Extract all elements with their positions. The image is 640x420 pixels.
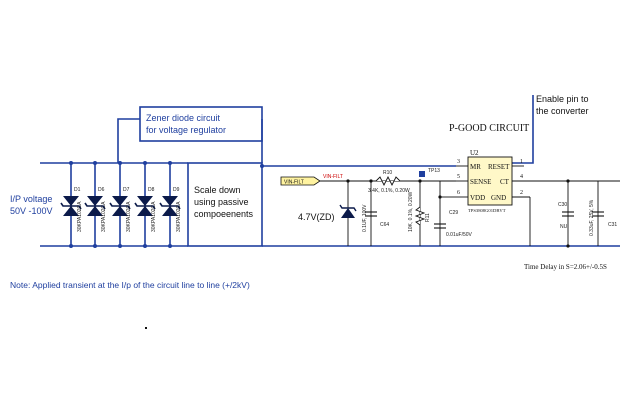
tvs-diode-d9	[159, 196, 181, 216]
pgood-title: P-GOOD CIRCUIT	[449, 123, 529, 134]
c29-value: 0.01uF/50V	[446, 232, 473, 238]
diode-ref-d6: D6	[98, 187, 105, 193]
time-delay-label: Time Delay in S=2.06+/-0.5S	[524, 263, 607, 271]
black-wiring	[281, 180, 620, 246]
diode-part-d8: 30KPA102CA	[151, 201, 157, 232]
zener-bracket-left	[117, 118, 140, 163]
resistor-r10	[375, 175, 401, 187]
r11-ref: R11	[425, 213, 431, 222]
ic-pin-ct: CT	[500, 178, 510, 186]
scale-down-line3: compoeenents	[194, 209, 254, 219]
zener-box-line2: for voltage regulator	[146, 125, 226, 135]
capacitor-c31	[592, 211, 604, 217]
transient-note: Note: Applied transient at the I/p of th…	[10, 280, 250, 290]
r11-value: 10K, 0.1%, 0.20W	[408, 191, 414, 232]
diode-ref-d7: D7	[123, 187, 130, 193]
zener-diode	[339, 204, 357, 218]
r10-value: 3.4K, 0.1%, 0.20W	[368, 188, 410, 194]
c31-ref: C31	[608, 222, 617, 228]
diode-ref-d9: D9	[173, 187, 180, 193]
capacitor-c30	[562, 211, 574, 217]
tvs-diode-array: D1 D6 D7 D8 D9 30KPA102CA 30KPA102CA 30K…	[60, 187, 182, 232]
junction-dots	[346, 179, 570, 248]
ic-pin-mr: MR	[470, 163, 481, 171]
diode-part-d7: 30KPA102CA	[126, 201, 132, 232]
diode-part-d9: 30KPA102CA	[176, 201, 182, 232]
enable-label-line2: the converter	[536, 106, 589, 116]
ic-pin-gnd: GND	[491, 194, 506, 202]
resistor-r11	[414, 206, 426, 226]
ic-ref: U2	[470, 149, 479, 157]
zener-voltage-label: 4.7V(ZD)	[298, 212, 335, 222]
pin-number-5: 5	[457, 174, 460, 180]
vin-filt-net-label: VIN-FILT	[323, 174, 343, 180]
tvs-diode-d8	[134, 196, 156, 216]
capacitor-c29	[434, 223, 446, 229]
tvs-diode-d1	[60, 196, 82, 216]
stray-dot	[145, 327, 147, 329]
ic-part-number: TPS3808G01DBVT	[468, 208, 506, 213]
tvs-diode-d7	[109, 196, 131, 216]
ic-pin-reset: RESET	[488, 163, 510, 171]
c30-value: NU	[560, 224, 568, 230]
enable-label-line1: Enable pin to	[536, 94, 589, 104]
diode-ref-d1: D1	[74, 187, 81, 193]
test-point-tp13	[419, 171, 425, 177]
ic-u2	[456, 156, 524, 206]
c31-value: 0.33uF, 25V, 5%	[589, 199, 595, 236]
enable-line	[512, 95, 534, 164]
pin-number-3: 3	[457, 159, 460, 165]
junction-dots-blue	[69, 161, 264, 248]
r10-ref: R10	[383, 170, 392, 176]
ic-pin-vdd: VDD	[470, 194, 485, 202]
tp13-label: TP13	[428, 168, 440, 174]
input-voltage-line2: 50V -100V	[10, 206, 53, 216]
c64-ref: C64	[380, 222, 389, 228]
capacitor-c64	[365, 211, 377, 217]
vin-filt-tag-label: VIN-FILT	[284, 180, 304, 186]
pin-number-4: 4	[520, 174, 523, 180]
tvs-diode-d6	[84, 196, 106, 216]
zener-box-line1: Zener diode circuit	[146, 113, 221, 123]
c29-ref: C29	[449, 210, 458, 216]
vin-filt-tag: VIN-FILT	[280, 176, 321, 186]
c30-ref: C30	[558, 202, 567, 208]
pin-number-1: 1	[520, 159, 523, 165]
scale-down-line2: using passive	[194, 197, 249, 207]
c64-value: 0.1UF, 100V	[362, 204, 368, 232]
scale-down-line1: Scale down	[194, 185, 241, 195]
ic-pin-sense: SENSE	[470, 178, 491, 186]
pin-number-2: 2	[520, 190, 523, 196]
diode-part-d6: 30KPA102CA	[101, 201, 107, 232]
scale-down-box	[187, 162, 263, 247]
pin-number-6: 6	[457, 190, 460, 196]
diode-ref-d8: D8	[148, 187, 155, 193]
input-voltage-line1: I/P voltage	[10, 194, 52, 204]
diode-part-d1: 30KPA102CA	[77, 201, 83, 232]
